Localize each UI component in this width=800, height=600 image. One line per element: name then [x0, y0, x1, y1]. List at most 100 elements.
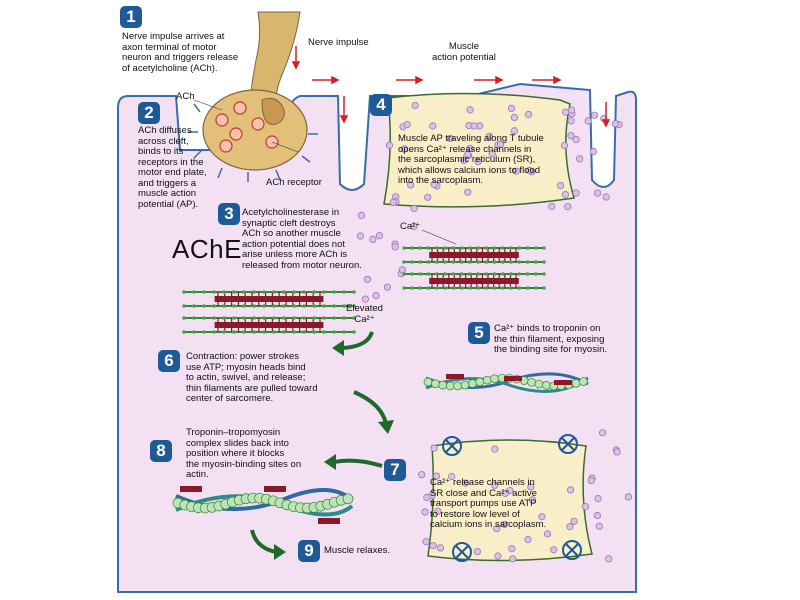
calcium-ion [430, 444, 438, 452]
step-6-badge: 6 [158, 350, 180, 372]
calcium-ion [372, 291, 380, 300]
calcium-ion [584, 117, 592, 125]
calcium-ion [524, 110, 533, 119]
calcium-ion [473, 547, 481, 556]
calcium-ion [448, 472, 456, 481]
calcium-ion [494, 552, 502, 560]
ach-receptor-label: ACh receptor [266, 177, 322, 188]
calcium-ion [613, 448, 621, 456]
calcium-ion [429, 122, 437, 130]
step-3-badge: 3 [218, 203, 240, 225]
ache-label: AChE [172, 234, 242, 264]
calcium-ion [357, 211, 366, 219]
calcium-ion [543, 530, 552, 538]
calcium-ion [466, 106, 474, 114]
calcium-ion [567, 132, 575, 140]
synaptic-vesicles [215, 101, 279, 153]
calcium-ion [575, 155, 584, 163]
calcium-ion [421, 508, 429, 516]
mitochondrion [261, 97, 285, 125]
calcium-ion [488, 150, 496, 158]
calcium-ion [446, 134, 454, 143]
sarcomere-filaments [182, 246, 546, 334]
step-7-badge: 7 [384, 459, 406, 481]
step-4-text: Muscle AP traveling along T tubule opens… [398, 133, 544, 186]
calcium-ion [507, 104, 516, 113]
calcium-ion [598, 429, 607, 437]
calcium-ion [496, 140, 505, 148]
calcium-ion [491, 481, 499, 489]
ach-label: ACh [176, 91, 195, 102]
calcium-ion [383, 283, 391, 291]
action-potential-arrows [291, 46, 611, 128]
step-9-badge: 9 [298, 540, 320, 562]
calcium-ion [430, 180, 438, 188]
step-1-text: Nerve impulse arrives at axon terminal o… [122, 31, 239, 74]
calcium-ion [538, 513, 546, 521]
calcium-ion [587, 476, 596, 485]
step-8-text: Troponin–tropomyosin complex slides back… [186, 427, 302, 480]
calcium-ion [389, 198, 397, 206]
calcium-ion [375, 232, 383, 240]
calcium-ion [561, 191, 570, 199]
calcium-ion [418, 471, 426, 479]
calcium-ion [363, 275, 372, 283]
calcium-ion [491, 445, 499, 453]
calcium-ion [400, 145, 408, 153]
flow-arrows [250, 331, 388, 554]
sarcoplasmic-reticulum-bottom [427, 439, 593, 562]
calcium-ion [605, 555, 613, 563]
calcium-ion [422, 538, 430, 546]
calcium-ion [589, 147, 598, 156]
calcium-ion [407, 181, 415, 189]
calcium-ion [564, 203, 572, 211]
calcium-ion [593, 189, 602, 197]
calcium-ion [361, 295, 369, 303]
calcium-ion [434, 507, 442, 515]
calcium-ion [602, 193, 610, 201]
calcium-ion [508, 545, 516, 553]
calcium-ion [466, 144, 474, 152]
calcium-ion [424, 193, 432, 201]
calcium-ion [624, 493, 633, 501]
step-1-badge: 1 [120, 6, 142, 28]
calcium-ion [385, 141, 394, 149]
step-2-text: ACh diffuses across cleft, binds to its … [138, 125, 207, 210]
step-8-badge: 8 [150, 440, 172, 462]
calcium-ion [493, 525, 501, 533]
ca-label: Ca²⁺ [400, 221, 421, 232]
calcium-ion [570, 517, 578, 525]
calcium-ion [509, 555, 517, 563]
leader-lines [193, 99, 457, 245]
calcium-ion [432, 472, 441, 480]
calcium-ion [593, 511, 602, 520]
calcium-ion [410, 222, 418, 230]
calcium-ion [485, 132, 493, 140]
calcium-ion [464, 150, 472, 159]
calcium-ion [567, 106, 576, 114]
calcium-ion [566, 486, 575, 494]
calcium-ion [611, 120, 619, 128]
calcium-ion [556, 182, 565, 190]
calcium-ion [429, 542, 437, 550]
step-5-badge: 5 [468, 322, 490, 344]
calcium-ions [356, 101, 633, 563]
calcium-ion [581, 502, 590, 511]
calcium-ion [595, 522, 603, 530]
elevated-ca-label: Elevated Ca²⁺ [346, 303, 383, 325]
calcium-ion [470, 122, 478, 130]
calcium-ion [594, 494, 602, 503]
calcium-ion [527, 483, 535, 491]
calcium-ion [461, 479, 470, 487]
calcium-ion [411, 101, 419, 110]
calcium-ion [512, 167, 520, 175]
calcium-ion [566, 522, 574, 531]
thin-filament-exposed [423, 372, 589, 393]
calcium-ion [500, 520, 509, 528]
step-5-text: Ca²⁺ binds to troponin on the thin filam… [494, 323, 608, 355]
calcium-ion [528, 496, 537, 504]
calcium-ion [525, 166, 534, 174]
calcium-ion [369, 235, 377, 243]
calcium-ion [510, 127, 519, 135]
